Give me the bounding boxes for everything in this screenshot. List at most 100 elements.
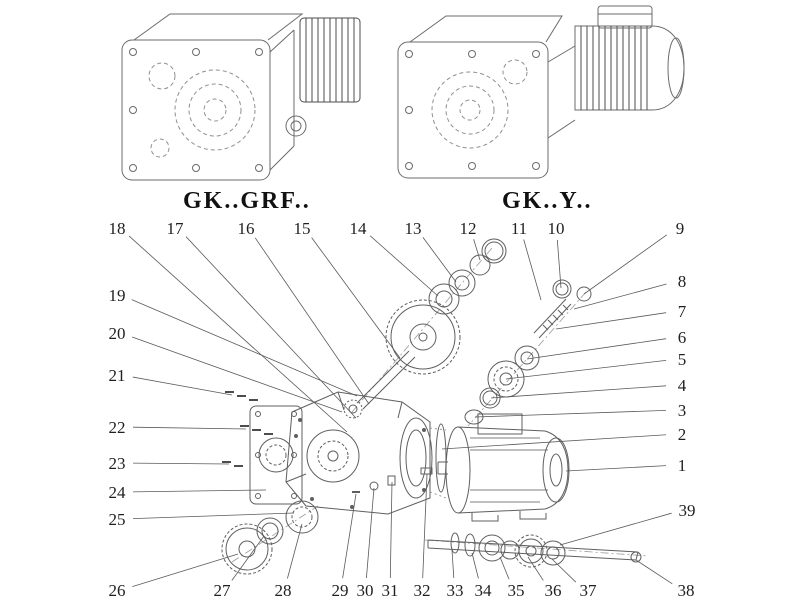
- model-title-grf: GK..GRF..: [183, 188, 311, 214]
- motor-fins: [580, 26, 648, 110]
- callout-number-7: 7: [678, 302, 687, 321]
- callout-number-29: 29: [332, 581, 349, 600]
- callout-number-22: 22: [109, 418, 126, 437]
- leader-line-22: [132, 426, 247, 430]
- leader-line-19: [131, 299, 358, 397]
- leader-line-21: [132, 376, 233, 396]
- input-fin-block: [299, 17, 361, 103]
- callout-number-9: 9: [676, 219, 685, 238]
- callout-number-30: 30: [357, 581, 374, 600]
- leader-line-39: [559, 512, 672, 546]
- callout-number-4: 4: [678, 376, 687, 395]
- leader-line-20: [131, 336, 343, 413]
- leader-line-6: [526, 338, 667, 360]
- callout-number-1: 1: [678, 456, 687, 475]
- callout-number-11: 11: [511, 219, 527, 238]
- leader-line-34: [471, 552, 479, 579]
- callout-number-23: 23: [109, 454, 126, 473]
- leader-line-30: [366, 487, 375, 579]
- callout-number-31: 31: [382, 581, 399, 600]
- leader-line-18: [128, 235, 348, 433]
- callout-number-36: 36: [545, 581, 562, 600]
- leader-line-33: [451, 549, 455, 579]
- callout-number-2: 2: [678, 425, 687, 444]
- leader-line-13: [422, 237, 457, 283]
- leader-line-37: [551, 558, 577, 583]
- bolt-holes: [405, 50, 540, 170]
- leader-line-36: [527, 556, 544, 581]
- leader-line-28: [287, 523, 303, 579]
- callout-number-35: 35: [508, 581, 525, 600]
- leader-line-15: [311, 237, 401, 359]
- callout-number-5: 5: [678, 350, 687, 369]
- callout-number-16: 16: [238, 219, 255, 238]
- callout-number-24: 24: [109, 483, 127, 502]
- output-gear-bearing-set: [221, 500, 319, 575]
- callout-number-18: 18: [109, 219, 126, 238]
- leader-line-16: [254, 237, 370, 405]
- leader-lines: [128, 234, 673, 587]
- housing-body: [285, 391, 447, 515]
- gearbox-y-drawing: [397, 5, 685, 179]
- callout-number-34: 34: [475, 581, 493, 600]
- leader-line-5: [505, 359, 667, 380]
- leader-line-27: [231, 535, 265, 581]
- mounting-flange-plate: [249, 405, 303, 505]
- leader-line-10: [556, 239, 562, 289]
- callout-number-28: 28: [275, 581, 292, 600]
- callout-number-14: 14: [350, 219, 368, 238]
- leader-line-38: [635, 559, 673, 585]
- bolt-holes: [129, 48, 263, 172]
- internal-gears-hidden-lines: [148, 62, 256, 158]
- leader-line-12: [473, 239, 481, 261]
- terminal-box: [597, 5, 653, 29]
- motor-drawing: [547, 5, 685, 139]
- leader-line-24: [132, 489, 267, 493]
- leader-line-31: [389, 481, 393, 579]
- callout-number-33: 33: [447, 581, 464, 600]
- callout-number-26: 26: [109, 581, 126, 600]
- fastener-bolts: [222, 391, 273, 467]
- callout-number-20: 20: [109, 324, 126, 343]
- callout-number-8: 8: [678, 272, 687, 291]
- leader-line-1: [565, 465, 667, 472]
- gasket: [435, 423, 447, 493]
- model-title-y: GK..Y..: [502, 188, 593, 214]
- callout-number-32: 32: [414, 581, 431, 600]
- leader-line-3: [474, 410, 667, 418]
- callout-number-13: 13: [405, 219, 422, 238]
- leader-line-9: [583, 234, 668, 295]
- leader-line-7: [555, 312, 667, 330]
- leader-line-35: [499, 556, 510, 580]
- callout-number-38: 38: [678, 581, 695, 600]
- leader-line-23: [132, 462, 230, 465]
- callout-number-10: 10: [548, 219, 565, 238]
- gearbox-grf-drawing: [121, 13, 361, 181]
- leader-line-26: [132, 553, 239, 587]
- leader-line-2: [441, 434, 667, 450]
- leader-line-25: [132, 512, 295, 519]
- output-shaft-assembly: [427, 532, 642, 568]
- callout-number-17: 17: [167, 219, 185, 238]
- callout-number-37: 37: [580, 581, 598, 600]
- terminal-box: [477, 413, 523, 435]
- callout-number-12: 12: [460, 219, 477, 238]
- motor-exploded-drawing: [429, 413, 570, 522]
- leader-line-29: [342, 493, 357, 579]
- callout-number-21: 21: [109, 366, 126, 385]
- callout-number-3: 3: [678, 401, 687, 420]
- bevel-pinion-set: [464, 279, 592, 425]
- input-shaft-gear-set: [343, 238, 507, 419]
- leader-line-14: [369, 235, 439, 297]
- callout-number-25: 25: [109, 510, 126, 529]
- leader-line-17: [185, 236, 357, 419]
- callout-number-39: 39: [679, 501, 696, 520]
- leader-line-11: [523, 239, 542, 301]
- callout-number-19: 19: [109, 286, 126, 305]
- callout-number-6: 6: [678, 328, 687, 347]
- leader-line-32: [422, 473, 428, 579]
- callout-number-27: 27: [214, 581, 232, 600]
